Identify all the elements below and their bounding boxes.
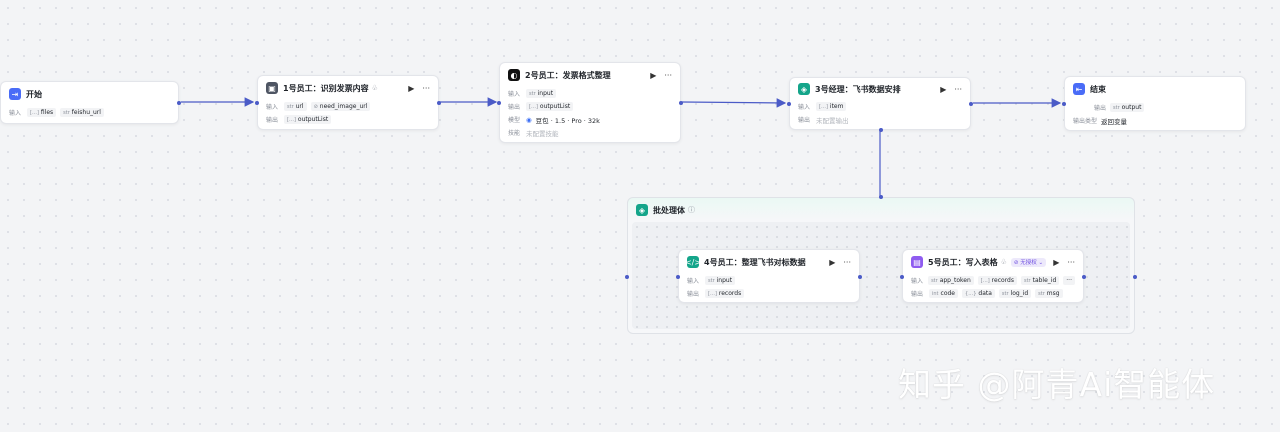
end-icon: ⇤ [1073,83,1085,95]
row-label: 技能 [508,130,521,137]
more-icon[interactable]: ··· [1067,257,1075,267]
input-handle[interactable] [1062,102,1066,106]
auth-dropdown[interactable]: ⊘ 无授权 ⌄ [1010,257,1047,267]
node-title: 5号员工：写入表格 [928,257,998,267]
row-label: 输出 [1094,105,1107,112]
run-icon[interactable]: ▶ [650,70,657,80]
batch-title: 批处理体 [653,205,685,215]
node-title: 3号经理：飞书数据安排 [815,84,901,94]
param-chip: ⊘need_image_url [310,102,371,111]
loop-icon: ◈ [798,83,810,95]
node-mgr3[interactable]: ◈ 3号经理：飞书数据安排 ▶ ··· 输入 […]item 输出 未配置输出 [787,77,973,132]
row-label: 模型 [508,117,521,124]
row-label: 输入 [266,104,279,111]
node-title: 2号员工：发票格式整理 [525,70,611,80]
row-label: 输出 [687,291,700,298]
row-label: 输出 [798,117,811,124]
param-chip: {…}data [962,289,995,298]
outputs-value: 未配置输出 [816,116,849,125]
plugin-badge-icon: ♧ [371,84,378,92]
output-handle[interactable] [679,101,683,105]
input-handle[interactable] [255,101,259,105]
run-icon[interactable]: ▶ [408,83,415,93]
model-name: 豆包 · 1.5 · Pro · 32k [535,116,600,125]
output-handle[interactable] [1082,275,1086,279]
row-label: 输入 [911,278,924,285]
input-handle[interactable] [497,101,501,105]
node-title: 1号员工：识别发票内容 [283,83,369,93]
more-icon[interactable]: ··· [954,84,962,94]
input-handle[interactable] [900,275,904,279]
info-icon[interactable]: ⓘ [688,206,695,214]
skills-value: 未配置技能 [526,129,559,138]
loop-handle[interactable] [879,128,883,132]
row-label: 输出 [508,104,521,111]
row-label: 输出类型 [1073,118,1098,125]
model-icon: ◉ [526,115,532,124]
param-chip: […]files [27,108,57,117]
row-label: 输入 [687,278,700,285]
run-icon[interactable]: ▶ [940,84,947,94]
output-handle[interactable] [969,102,973,106]
row-label: 输出 [911,291,924,298]
output-handle[interactable] [858,275,862,279]
param-chip: […]outputList [284,115,332,124]
llm-icon: ◐ [508,69,520,81]
output-handle[interactable] [437,101,441,105]
more-icon[interactable]: ··· [422,83,430,93]
more-params-chip[interactable]: ··· [1063,276,1075,285]
watermark: 知乎 @阿青Ai智能体 [898,365,1216,404]
row-label: 输出 [266,117,279,124]
run-icon[interactable]: ▶ [829,257,836,267]
code-icon: </> [684,256,702,268]
image-recognition-icon: ▣ [266,82,278,94]
input-handle[interactable] [787,102,791,106]
output-handle[interactable] [177,101,181,105]
batch-icon: ◈ [636,204,648,216]
node-title: 结束 [1090,84,1106,94]
param-chip: […]records [705,289,745,298]
batch-top-handle[interactable] [879,195,883,199]
node-title: 4号员工：整理飞书对标数据 [704,257,806,267]
batch-output-handle[interactable] [1133,275,1137,279]
output-type-value: 返回变量 [1101,117,1128,126]
plugin-icon: ▤ [911,256,923,268]
param-chip: […]item [816,102,847,111]
start-icon: ⇥ [9,88,21,100]
row-label: 输入 [508,91,521,98]
param-chip: […]records [977,276,1017,285]
more-icon[interactable]: ··· [843,257,851,267]
row-label: 输入 [9,110,22,117]
batch-input-handle[interactable] [625,275,629,279]
plugin-badge-icon: ♧ [1000,258,1007,266]
more-icon[interactable]: ··· [664,70,672,80]
input-handle[interactable] [676,275,680,279]
node-title: 开始 [26,89,42,99]
run-icon[interactable]: ▶ [1053,257,1060,267]
param-chip: […]outputList [526,102,574,111]
row-label: 输入 [798,104,811,111]
edge-emp2-mgr3 [681,98,787,108]
